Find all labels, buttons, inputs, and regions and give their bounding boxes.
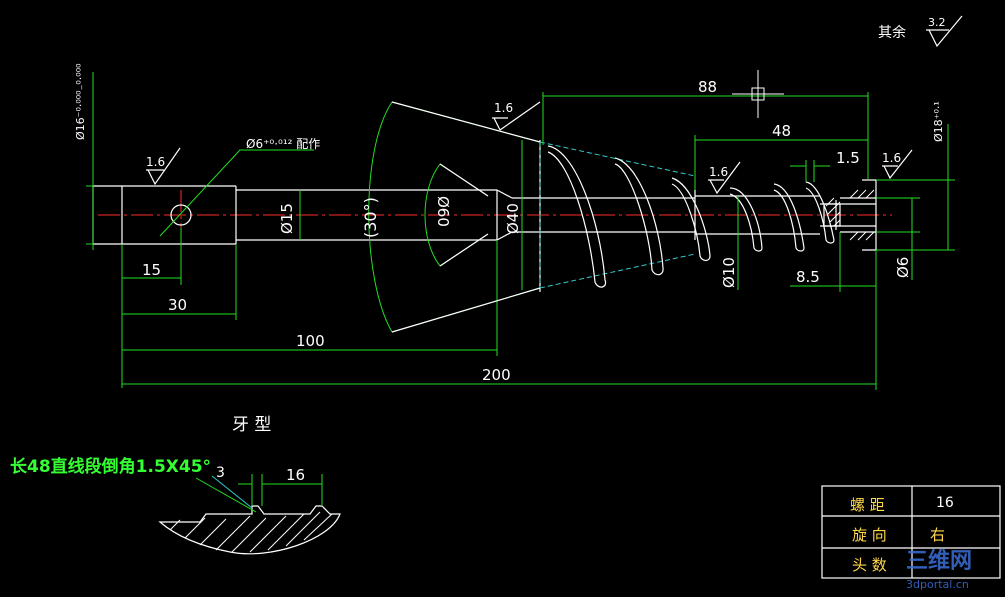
roughness-icon-right (882, 149, 913, 180)
watermark-logo: 三维网 (906, 548, 972, 574)
roughness-icon-cone (492, 101, 541, 131)
roughness-symbol-icon (926, 15, 963, 48)
diam-60: Ø60 (434, 196, 452, 227)
roughness-cone: 1.6 (494, 101, 513, 115)
dim-100: 100 (296, 332, 325, 350)
end-section-hatch (823, 189, 875, 241)
shaft-outline (92, 140, 877, 292)
roughness-left: 1.6 (146, 155, 165, 169)
surface-note: 其余 (878, 24, 906, 41)
diam-16: Ø16⁻⁰·⁰⁰⁰₋⁰·⁰⁰⁰ (74, 63, 87, 140)
profile-dim-16: 16 (286, 466, 305, 484)
cone-outline-hidden (539, 141, 696, 289)
diam-10: Ø10 (720, 257, 738, 288)
cone-extension-lines (391, 101, 541, 333)
table-label-pitch: 螺 距 (850, 496, 885, 514)
profile-dim-3: 3 (216, 465, 225, 481)
pin-hole-note: Ø6⁺⁰·⁰¹² 配作 (246, 137, 320, 151)
dim-88: 88 (698, 78, 717, 96)
table-value-direction: 右 (930, 526, 945, 544)
cone-angle: (30°) (361, 197, 380, 238)
thread-profile (158, 474, 341, 555)
roughness-icon-left (146, 147, 181, 186)
dim-30: 30 (168, 296, 187, 314)
profile-note: 长48直线段倒角1.5X45° (10, 456, 211, 477)
profile-title: 牙 型 (232, 415, 271, 435)
surface-note-value: 3.2 (928, 16, 946, 29)
screw-flights (547, 145, 835, 288)
dim-8-5: 8.5 (796, 268, 820, 286)
parameter-table (821, 485, 1001, 579)
table-value-pitch: 16 (936, 495, 954, 511)
watermark-url: 3dportal.cn (906, 578, 969, 591)
diam-40: Ø40 (504, 203, 522, 234)
roughness-right: 1.6 (882, 151, 901, 165)
diam-18: Ø18⁺⁰·¹ (932, 101, 945, 142)
crosshair-cursor-icon (732, 70, 784, 118)
table-label-starts: 头 数 (852, 556, 887, 574)
table-label-direction: 旋 向 (852, 526, 887, 544)
dim-48: 48 (772, 122, 791, 140)
dim-200: 200 (482, 366, 511, 384)
dim-1-5: 1.5 (836, 149, 860, 167)
dim-15: 15 (142, 261, 161, 279)
diam-6: Ø6 (894, 257, 912, 278)
roughness-icon-thread (708, 161, 741, 195)
pin-hole (170, 204, 192, 226)
roughness-thread: 1.6 (709, 165, 728, 179)
diam-15: Ø15 (278, 203, 296, 234)
